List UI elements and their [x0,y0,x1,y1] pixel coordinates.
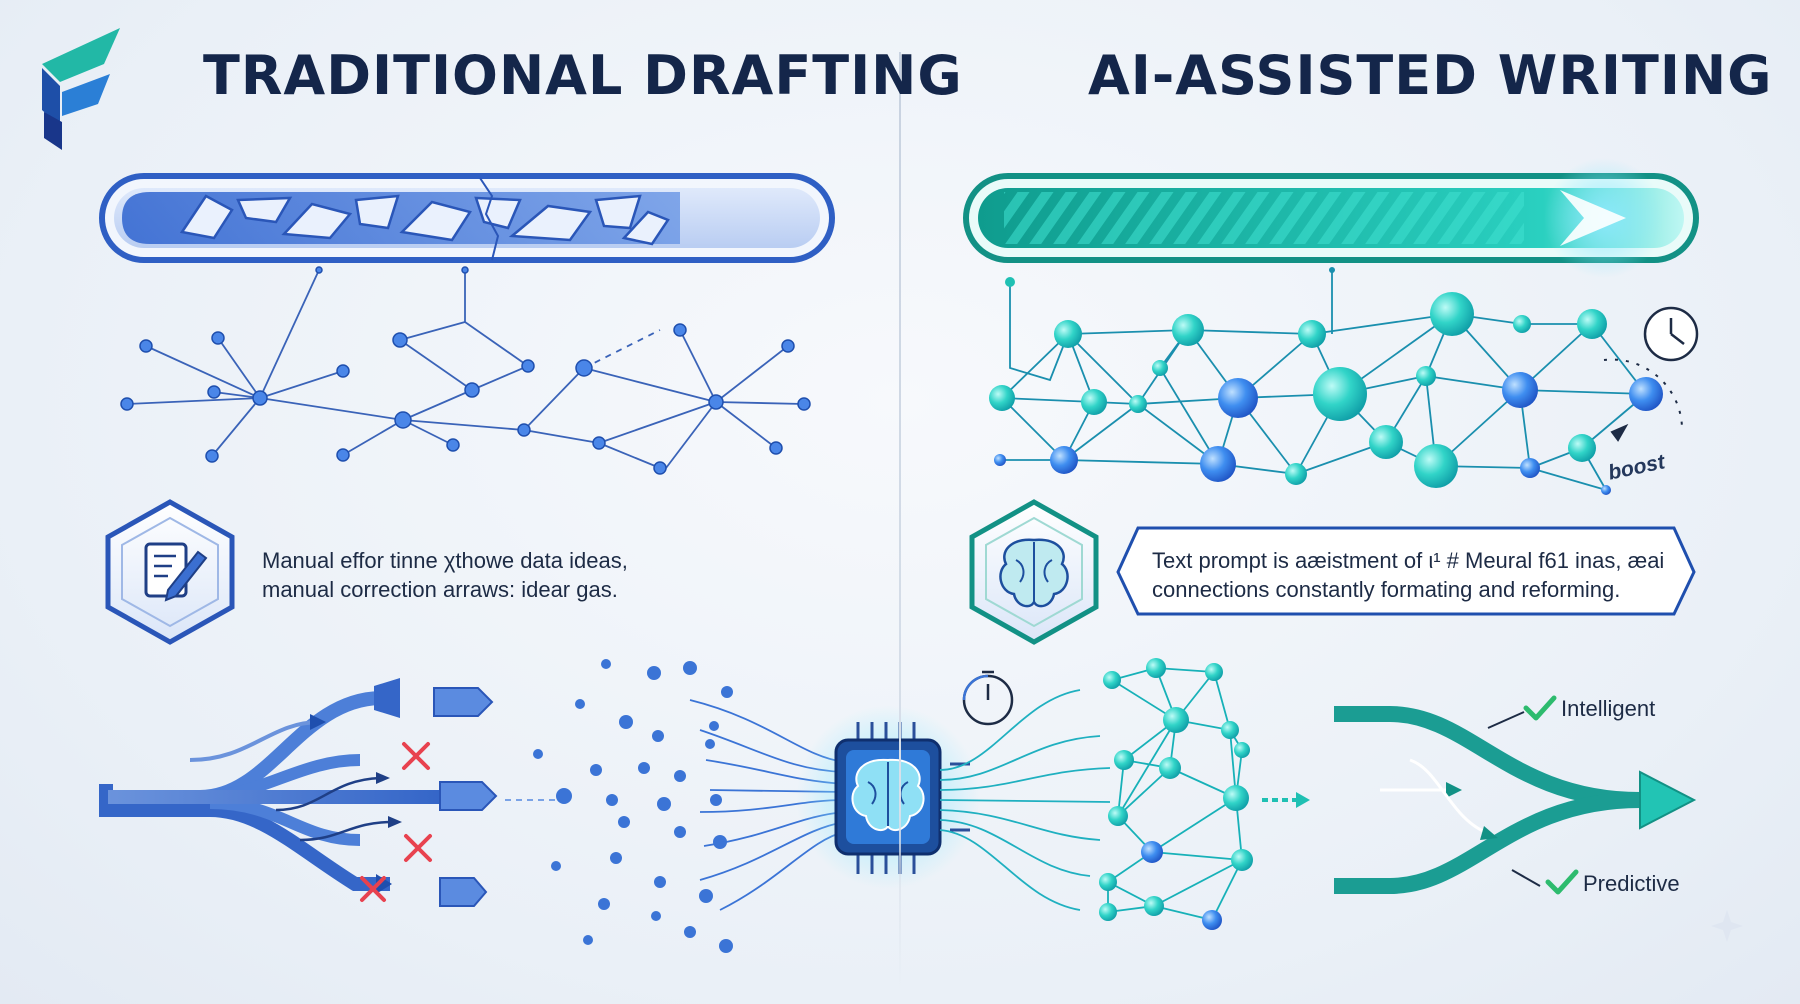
stopwatch-icon [962,670,1014,726]
checkmark-icon [1523,695,1579,895]
boost-gauge [1603,358,1683,442]
ai-branching-arrows [1334,706,1697,894]
ai-progress-bar [963,158,1699,278]
connector-arrow [1262,792,1310,808]
x-mark-icon [360,742,432,902]
ai-title: AI-ASSISTED WRITING [1088,44,1773,107]
ai-output-network-nodes [1099,658,1253,930]
sparkle-icon [1711,910,1743,942]
ai-description: Text prompt is aæistment of ι¹ # Meural … [1152,546,1664,604]
brain-icon [969,499,1099,645]
traditional-branching-arrows [99,678,498,907]
scattered-idea-dots [505,659,733,953]
intelligent-label: Intelligent [1561,696,1656,721]
ai-description-line-2: connections constantly formating and ref… [1152,577,1621,602]
chip-brain-icon [796,705,980,889]
traditional-title: TRADITIONAL DRAFTING [203,44,963,107]
traditional-network-nodes [120,266,811,475]
traditional-network [126,269,805,473]
ai-output-network [1107,667,1243,921]
ai-description-box [1116,526,1696,616]
ai-neural-network-nodes [989,267,1663,495]
panel-divider [899,52,901,992]
traditional-description-line-1: Manual effor tinne χthowe data ideas, [262,548,628,573]
traditional-description: Manual effor tinne χthowe data ideas, ma… [262,546,628,604]
logo-icon [42,28,120,150]
traditional-progress-bar [99,173,835,263]
circuit-lines-out [939,689,1111,911]
ai-description-line-1: Text prompt is aæistment of ι¹ # Meural … [1152,548,1665,573]
traditional-description-line-2: manual correction arraws: idear gas. [262,577,618,602]
document-pen-icon [105,499,235,645]
predictive-label: Predictive [1583,871,1680,896]
clock-icon [1643,306,1699,362]
